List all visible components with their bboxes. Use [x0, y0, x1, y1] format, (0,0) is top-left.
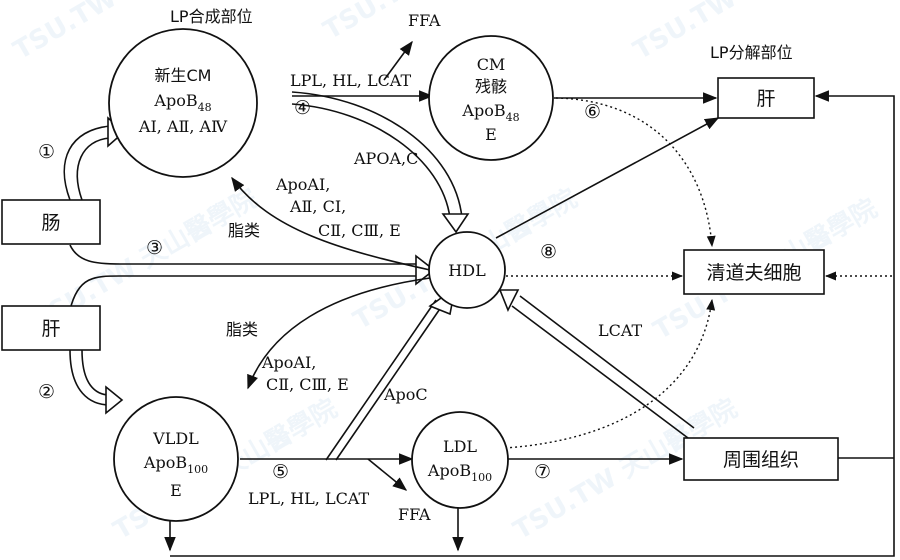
hdl-node: HDL: [428, 231, 506, 309]
apo-return-line1: ApoAⅠ,: [275, 175, 330, 194]
vldl-line2: ApoB: [143, 453, 187, 472]
vldl-node: VLDL ApoB100 E: [113, 396, 239, 522]
vldl-line1: VLDL: [152, 429, 199, 448]
ldl-node: LDL ApoB100: [411, 411, 509, 509]
lipid-top-label: 脂类: [228, 221, 260, 240]
hdl-to-liver-arrow: [495, 117, 720, 239]
lcat-label: LCAT: [598, 321, 643, 340]
cm-line3: AⅠ, AⅡ, AⅣ: [138, 117, 228, 136]
step-6: ⑥: [584, 101, 601, 123]
peripheral-box: 周围组织: [683, 437, 839, 481]
scavenger-label: 清道夫细胞: [706, 262, 801, 284]
cm-node: 新生CM ApoB48 AⅠ, AⅡ, AⅣ: [108, 28, 258, 178]
svg-text:ApoB100: ApoB100: [143, 453, 208, 476]
intestine-box: 肠: [1, 199, 101, 245]
remnant-node: CM 残骸 ApoB48 E: [428, 35, 554, 161]
step-3: ③: [146, 237, 163, 259]
svg-text:ApoB48: ApoB48: [461, 101, 519, 124]
apo-vldl-line1: ApoAⅠ,: [261, 353, 316, 372]
ldl-to-scavenger-dotted: [504, 298, 716, 449]
apo-return-line3: CⅡ, CⅢ, E: [318, 221, 401, 240]
liver-right-label: 肝: [756, 88, 775, 110]
svg-text:ApoB100: ApoB100: [427, 461, 492, 484]
ffa-top-arrow: [383, 40, 413, 81]
ffa-top-label: FFA: [408, 11, 441, 30]
liver-to-vldl-arrow: [69, 349, 124, 415]
remnant-line1: CM: [477, 55, 506, 74]
ldl-line2-sub: 100: [471, 471, 492, 484]
peripheral-to-hdl-hollow-arrow: [498, 289, 695, 439]
step-7: ⑦: [534, 461, 551, 483]
step-8: ⑧: [540, 241, 557, 263]
apoc-label: ApoC: [383, 385, 428, 404]
svg-text:ApoB48: ApoB48: [153, 91, 211, 114]
lipid-bottom-label: 脂类: [226, 320, 258, 339]
enzymes-bottom-label: LPL, HL, LCAT: [248, 489, 369, 508]
remnant-line3-sub: 48: [506, 111, 520, 124]
ffa-bottom-arrow: [367, 458, 408, 491]
breakdown-site-title: LP分解部位: [710, 43, 793, 62]
vldl-line2-sub: 100: [187, 463, 208, 476]
step-2: ②: [38, 381, 55, 403]
vldl-line3: E: [170, 481, 182, 500]
hdl-to-vldl-arrow: [247, 277, 431, 390]
apo-return-line2: AⅡ, CⅠ,: [289, 197, 346, 216]
synthesis-site-title: LP合成部位: [170, 7, 253, 26]
peripheral-label: 周围组织: [723, 449, 799, 471]
step3-hollow-arrow: [69, 244, 436, 311]
step-4: ④: [294, 97, 311, 119]
remnant-to-scavenger-dotted: [555, 97, 716, 248]
remnant-line4: E: [485, 125, 497, 144]
cm-line2-sub: 48: [198, 101, 212, 114]
ldl-line1: LDL: [443, 437, 477, 456]
enzymes-top-label: LPL, HL, LCAT: [290, 71, 411, 90]
step-1: ①: [38, 141, 55, 163]
liver-box-right: 肝: [717, 77, 815, 119]
cm-line1: 新生CM: [155, 66, 212, 85]
step-5: ⑤: [272, 461, 289, 483]
liver-left-label: 肝: [41, 318, 60, 340]
cm-line2: ApoB: [153, 91, 197, 110]
remnant-line2: 残骸: [475, 77, 507, 96]
remnant-line3: ApoB: [461, 101, 505, 120]
apo-vldl-line2: CⅡ, CⅢ, E: [266, 375, 349, 394]
return-to-liver-line: [170, 90, 895, 557]
liver-box-left: 肝: [1, 305, 101, 351]
hdl-to-cm-arrow: [231, 176, 431, 271]
scavenger-box: 清道夫细胞: [683, 249, 825, 295]
ffa-bottom-label: FFA: [398, 505, 431, 524]
intestine-label: 肠: [41, 212, 60, 234]
hdl-label: HDL: [448, 261, 486, 280]
ldl-line2: ApoB: [427, 461, 471, 480]
apoa-c-label: APOA,C: [353, 149, 418, 168]
